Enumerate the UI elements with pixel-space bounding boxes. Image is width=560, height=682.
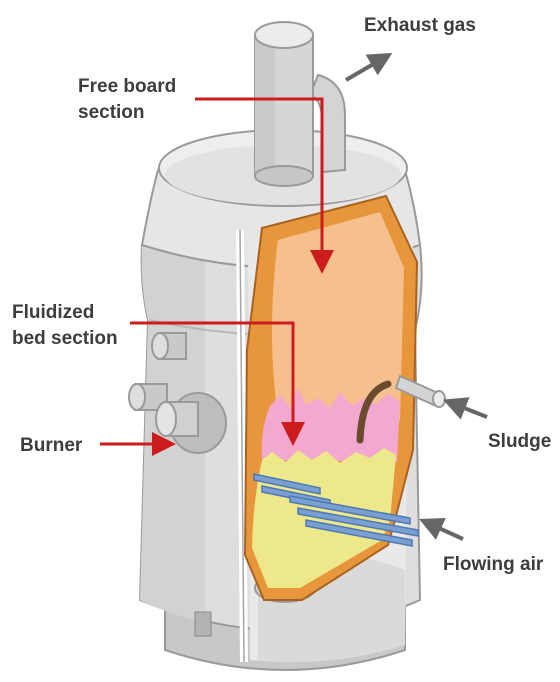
exhaust-gas-label: Exhaust gas bbox=[364, 15, 476, 36]
burner-label: Burner bbox=[20, 435, 83, 456]
flowing-air-label: Flowing air bbox=[443, 554, 544, 575]
free-board-label-line2: section bbox=[78, 102, 145, 123]
free-board-label-line1: Free board bbox=[78, 76, 176, 97]
fluidized-bed-label-line1: Fluidized bbox=[12, 302, 94, 323]
fluidized-bed-label-line2: bed section bbox=[12, 328, 118, 349]
exhaust-arrow bbox=[346, 59, 382, 80]
exhaust-chimney bbox=[255, 22, 345, 186]
sludge-arrow bbox=[454, 404, 487, 417]
flowing-air-arrow bbox=[430, 524, 463, 539]
sludge-label: Sludge bbox=[488, 431, 551, 452]
